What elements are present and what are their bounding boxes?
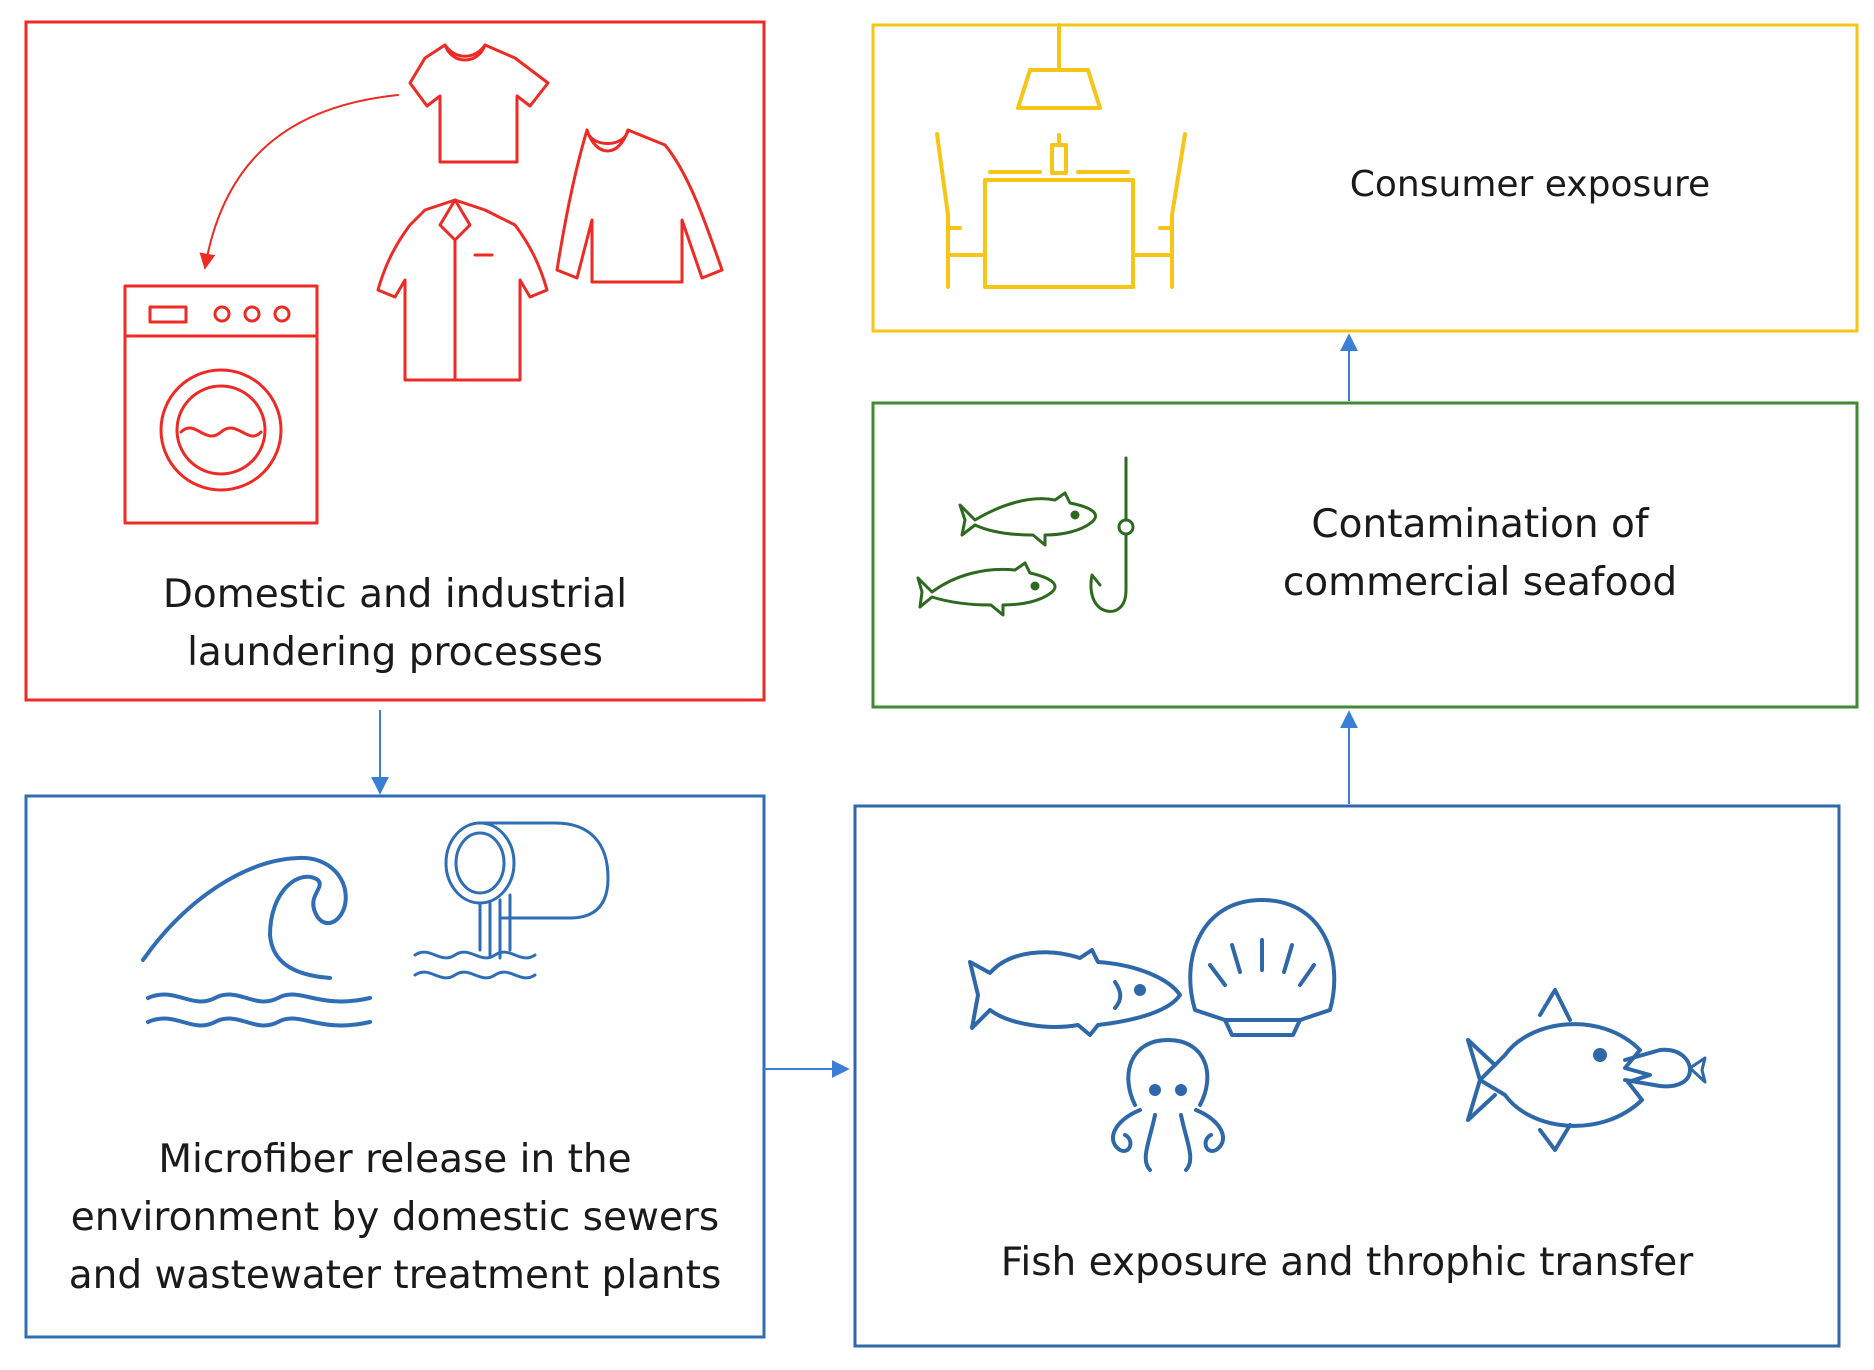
octopus-icon: [1110, 1038, 1226, 1172]
chairs-icon: [935, 132, 1187, 289]
drain-pipe-icon: [413, 821, 610, 980]
ceiling-lamp-icon: [1016, 23, 1102, 110]
seafood-label-line-2: commercial seafood: [1282, 560, 1678, 605]
laundering-label-line-1: Domestic and industrial: [162, 572, 628, 617]
t-shirt-icon: [408, 43, 550, 164]
seafood-label: Contamination of commercial seafood: [1180, 496, 1780, 612]
fish-exposure-label: Fish exposure and throphic transfer: [855, 1234, 1839, 1292]
fish-exposure-label-text: Fish exposure and throphic transfer: [1000, 1240, 1694, 1285]
laundering-label: Domestic and industrial laundering proce…: [26, 566, 764, 682]
ocean-wave-icon: [141, 855, 372, 1028]
seafood-box: [871, 401, 1859, 709]
dining-table-icon: [983, 133, 1135, 289]
laundering-label-line-2: laundering processes: [187, 630, 603, 675]
consumer-box: [871, 23, 1859, 333]
curved-arrow-icon: [199, 94, 399, 270]
scallop-shell-icon: [1188, 898, 1337, 1037]
release-label-line-3: and wastewater treatment plants: [68, 1253, 722, 1298]
fish-pair-icon: [916, 491, 1097, 617]
fishing-hook-icon: [1089, 456, 1135, 613]
consumer-label: Consumer exposure: [1230, 156, 1830, 214]
washing-machine-icon: [123, 284, 319, 525]
long-sleeve-shirt-icon: [555, 128, 724, 284]
collared-shirt-icon: [376, 198, 549, 382]
big-fish-eating-small-fish-icon: [1466, 988, 1707, 1152]
release-label-line-2: environment by domestic sewers: [70, 1195, 720, 1240]
release-label: Microfiber release in the environment by…: [26, 1131, 764, 1305]
release-box: [24, 794, 766, 1339]
consumer-label-text: Consumer exposure: [1349, 164, 1711, 205]
laundering-box: [24, 20, 766, 702]
fish-exposure-box: [853, 804, 1841, 1348]
fish-icon: [968, 948, 1182, 1037]
seafood-label-line-1: Contamination of: [1311, 502, 1649, 547]
release-label-line-1: Microfiber release in the: [158, 1137, 632, 1182]
